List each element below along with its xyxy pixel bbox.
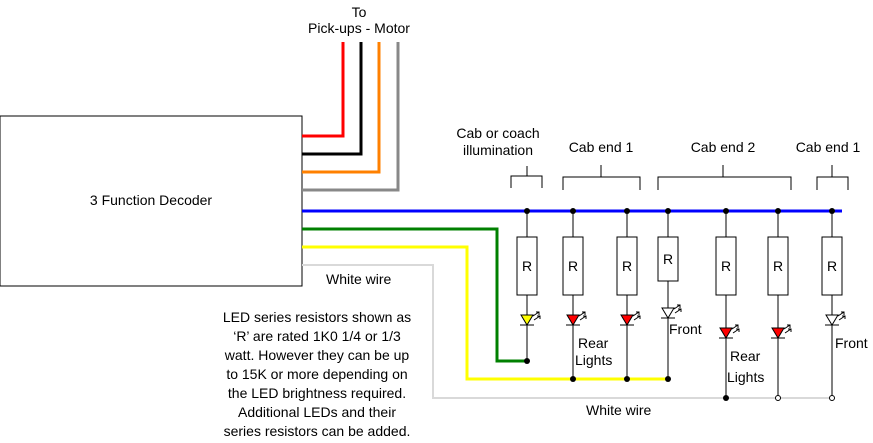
- group-label-cab-end-1b: Cab end 1: [796, 139, 861, 155]
- note-line-7: series resistors can be added.: [224, 423, 411, 439]
- note-line-2: ‘R’ are rated 1K0 1/4 or 1/3: [233, 328, 401, 344]
- white-wire-label-top: White wire: [326, 271, 392, 287]
- note-line-5: the LED brightness required.: [228, 385, 406, 401]
- note-line-6: Additional LEDs and their: [238, 404, 396, 420]
- green-wire: [302, 227, 528, 363]
- resistor-label-4: R: [663, 251, 673, 267]
- front-label-2: Front: [835, 335, 868, 351]
- top-label-line2: Pick-ups - Motor: [308, 20, 410, 36]
- led-4: [661, 307, 675, 319]
- led-3: [620, 314, 634, 326]
- bracket-cab-end-1b: [816, 165, 849, 190]
- note-line-3: watt. However they can be up: [224, 347, 410, 363]
- red-wire: [302, 42, 345, 138]
- group-label-cab-end-2: Cab end 2: [691, 139, 756, 155]
- note-line-4: to 15K or more depending on: [226, 366, 407, 382]
- return-dot-2: [570, 376, 576, 382]
- led-1: [520, 314, 534, 326]
- led-light-arrows-4: [673, 304, 682, 314]
- resistor-label-5: R: [721, 258, 731, 274]
- yellow-wire: [302, 245, 668, 381]
- return-dot-4: [665, 376, 671, 382]
- led-light-arrows-1: [532, 311, 541, 321]
- top-label-line1: To: [352, 4, 367, 20]
- black-wire: [302, 42, 363, 156]
- led-light-arrows-2: [578, 311, 587, 321]
- led-2: [566, 314, 580, 326]
- return-node-7: [829, 395, 835, 401]
- decoder-box: [0, 115, 303, 287]
- rear-label-2-line2: Lights: [727, 369, 764, 385]
- return-dot-3: [624, 376, 630, 382]
- rear-label-2-line1: Rear: [730, 348, 761, 364]
- bracket-cab-end-1a: [562, 165, 641, 190]
- led-6: [771, 327, 785, 339]
- white-wire: [302, 264, 833, 399]
- group-label-cab-end-1a: Cab end 1: [569, 139, 634, 155]
- resistor-label-2: R: [568, 258, 578, 274]
- orange-wire: [302, 42, 381, 174]
- resistor-note: LED series resistors shown as ‘R’ are ra…: [223, 309, 411, 439]
- led-7: [825, 314, 839, 326]
- group-label-cab-illum-2: illumination: [463, 142, 533, 158]
- rear-label-1-line1: Rear: [578, 335, 609, 351]
- bracket-cab-illum: [510, 166, 543, 188]
- led-5: [719, 327, 733, 339]
- grey-wire: [302, 42, 400, 192]
- resistor-label-6: R: [773, 258, 783, 274]
- note-line-1: LED series resistors shown as: [223, 309, 411, 325]
- return-node-6: [775, 395, 781, 401]
- return-dot-5: [723, 395, 729, 401]
- led-light-arrows-6: [783, 324, 792, 334]
- resistor-label-3: R: [622, 258, 632, 274]
- bracket-cab-end-2: [657, 165, 792, 190]
- return-dot-1: [524, 358, 530, 364]
- decoder-label: 3 Function Decoder: [90, 192, 213, 208]
- led-light-arrows-5: [731, 324, 740, 334]
- resistor-label-1: R: [522, 258, 532, 274]
- led-light-arrows-3: [632, 311, 641, 321]
- group-label-cab-illum-1: Cab or coach: [456, 125, 539, 141]
- led-light-arrows-7: [837, 311, 846, 321]
- front-label-1: Front: [669, 321, 702, 337]
- rear-label-1-line2: Lights: [575, 352, 612, 368]
- white-wire-label-bottom: White wire: [586, 402, 652, 418]
- resistor-label-7: R: [827, 258, 837, 274]
